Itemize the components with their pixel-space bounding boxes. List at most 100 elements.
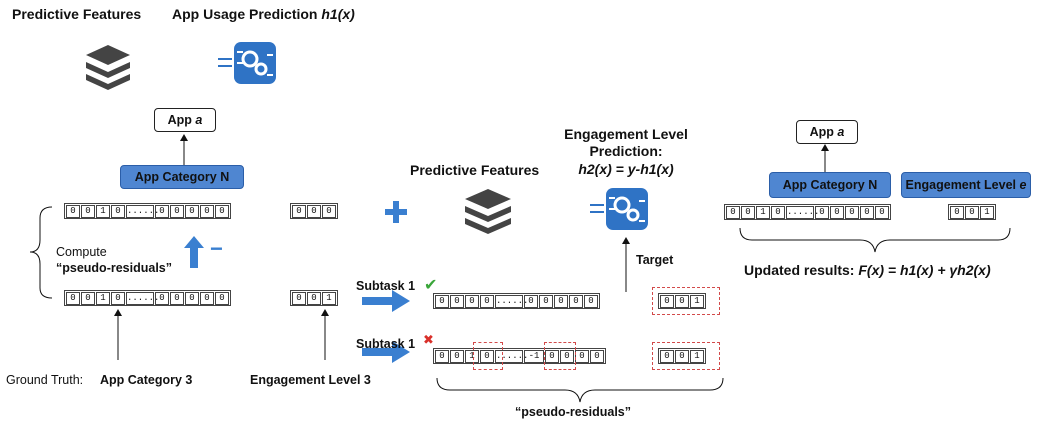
vector-cell: 0 [726, 206, 740, 219]
right-app-box-var: a [837, 125, 845, 139]
vector-cell: ...... [495, 295, 529, 308]
database-stack-icon [465, 189, 511, 234]
vector-cell: 0 [435, 295, 449, 308]
vector-cell: 0 [860, 206, 874, 219]
vector-cell: ...... [786, 206, 820, 219]
updated-results: Updated results: F(x) = h1(x) + γh2(x) [744, 262, 991, 278]
updated-prefix: Updated results: [744, 262, 859, 278]
vector-cell: 0 [675, 350, 689, 363]
minus-sign: − [210, 236, 223, 261]
residual-dashed-box-1 [473, 342, 503, 370]
middle-predictive-features: Predictive Features [410, 162, 540, 178]
vector-cell: 1 [980, 206, 994, 219]
vector-cell: 1 [690, 350, 704, 363]
vector-cell: 0 [539, 295, 553, 308]
vector-cell: 0 [200, 205, 214, 218]
vector-cell: 0 [307, 292, 321, 305]
right-engagement-prefix: Engagement Level [905, 178, 1016, 192]
vector-cell: 0 [545, 350, 559, 363]
vector-cell: 0 [584, 295, 598, 308]
target-label: Target [636, 253, 674, 267]
engagement-formula: h2(x) = y-h1(x) [578, 161, 674, 177]
arrow-right-icon [362, 341, 410, 363]
vector-cell: 0 [845, 206, 859, 219]
vector-cell: 0 [155, 292, 169, 305]
vector-cell: 1 [690, 295, 704, 308]
vector-cell: 0 [81, 292, 95, 305]
vector-cell: -1 [524, 350, 544, 363]
ground-truth-engagement: Engagement Level 3 [250, 373, 371, 387]
subtask2-label: Subtask 1 [356, 337, 416, 351]
vector-cell: 0 [575, 350, 589, 363]
vector-cell: 0 [185, 205, 199, 218]
vector-cell: 0 [155, 205, 169, 218]
vector-cell: 0 [480, 350, 494, 363]
target-dashed-box [652, 287, 720, 315]
vector-cell: 1 [96, 205, 110, 218]
vector-cell: 0 [965, 206, 979, 219]
vector-cell: 0 [660, 295, 674, 308]
vector-cell: 0 [660, 350, 674, 363]
updated-formula: F(x) = h1(x) + γh2(x) [858, 262, 991, 278]
vector-cell: 0 [590, 350, 604, 363]
vector-cell: ...... [126, 292, 160, 305]
engagement-title-line1: Engagement Level [564, 126, 688, 142]
vector-cell: 0 [950, 206, 964, 219]
vector-cell: 0 [111, 205, 125, 218]
right-app-box: App a [796, 120, 858, 144]
chip-lines-left [218, 57, 232, 69]
left-brace [29, 206, 53, 299]
ai-gear-chip-icon [606, 188, 648, 230]
vector-cell: 0 [292, 205, 306, 218]
vector-cell: 0 [185, 292, 199, 305]
vector-cell: 1 [756, 206, 770, 219]
engagement-title-line2: Prediction: [589, 143, 663, 159]
app-box-var: a [195, 113, 203, 127]
right-app-category-box: App Category N [769, 172, 891, 198]
check-icon: ✔ [424, 277, 438, 294]
right-brace [739, 227, 1011, 253]
plus-icon [385, 201, 407, 223]
residual-dashed-box-3 [652, 342, 720, 370]
database-stack-icon [86, 45, 130, 90]
vector-cell: 0 [307, 205, 321, 218]
vector-cell: 0 [569, 295, 583, 308]
vector-cell: 0 [741, 206, 755, 219]
vector-cell: 0 [435, 350, 449, 363]
subtask1-label: Subtask 1 [356, 279, 416, 293]
vector-cell: 0 [554, 295, 568, 308]
vector-cell: 1 [322, 292, 336, 305]
app-box: App a [154, 108, 216, 132]
vector-cell: 0 [771, 206, 785, 219]
vector-cell: 0 [450, 350, 464, 363]
vector-cell: 0 [524, 295, 538, 308]
header-app-usage-prediction: App Usage Prediction h1(x) [172, 6, 355, 22]
ai-gear-chip-icon [234, 42, 276, 84]
vector-cell: 0 [200, 292, 214, 305]
vector-cell: 0 [66, 205, 80, 218]
vector-cell: 0 [81, 205, 95, 218]
vector-cell: 0 [830, 206, 844, 219]
vector-cell: 0 [322, 205, 336, 218]
chip-lines-left [590, 203, 604, 215]
arrow-right-icon [362, 290, 410, 312]
vector-cell: 0 [465, 295, 479, 308]
right-engagement-level-box: Engagement Level e [901, 172, 1031, 198]
pseudo-residuals-brace [436, 377, 724, 403]
vector-cell: 0 [560, 350, 574, 363]
cross-icon: ✖ [423, 332, 434, 347]
arrow-up-icon [184, 236, 204, 268]
app-usage-label: App Usage Prediction [172, 6, 322, 22]
h1x-label: h1(x) [321, 6, 355, 22]
vector-cell: 0 [215, 292, 229, 305]
right-app-box-prefix: App [809, 125, 834, 139]
ground-truth-label: Ground Truth: [6, 373, 84, 387]
compute-label: Compute [56, 245, 107, 259]
